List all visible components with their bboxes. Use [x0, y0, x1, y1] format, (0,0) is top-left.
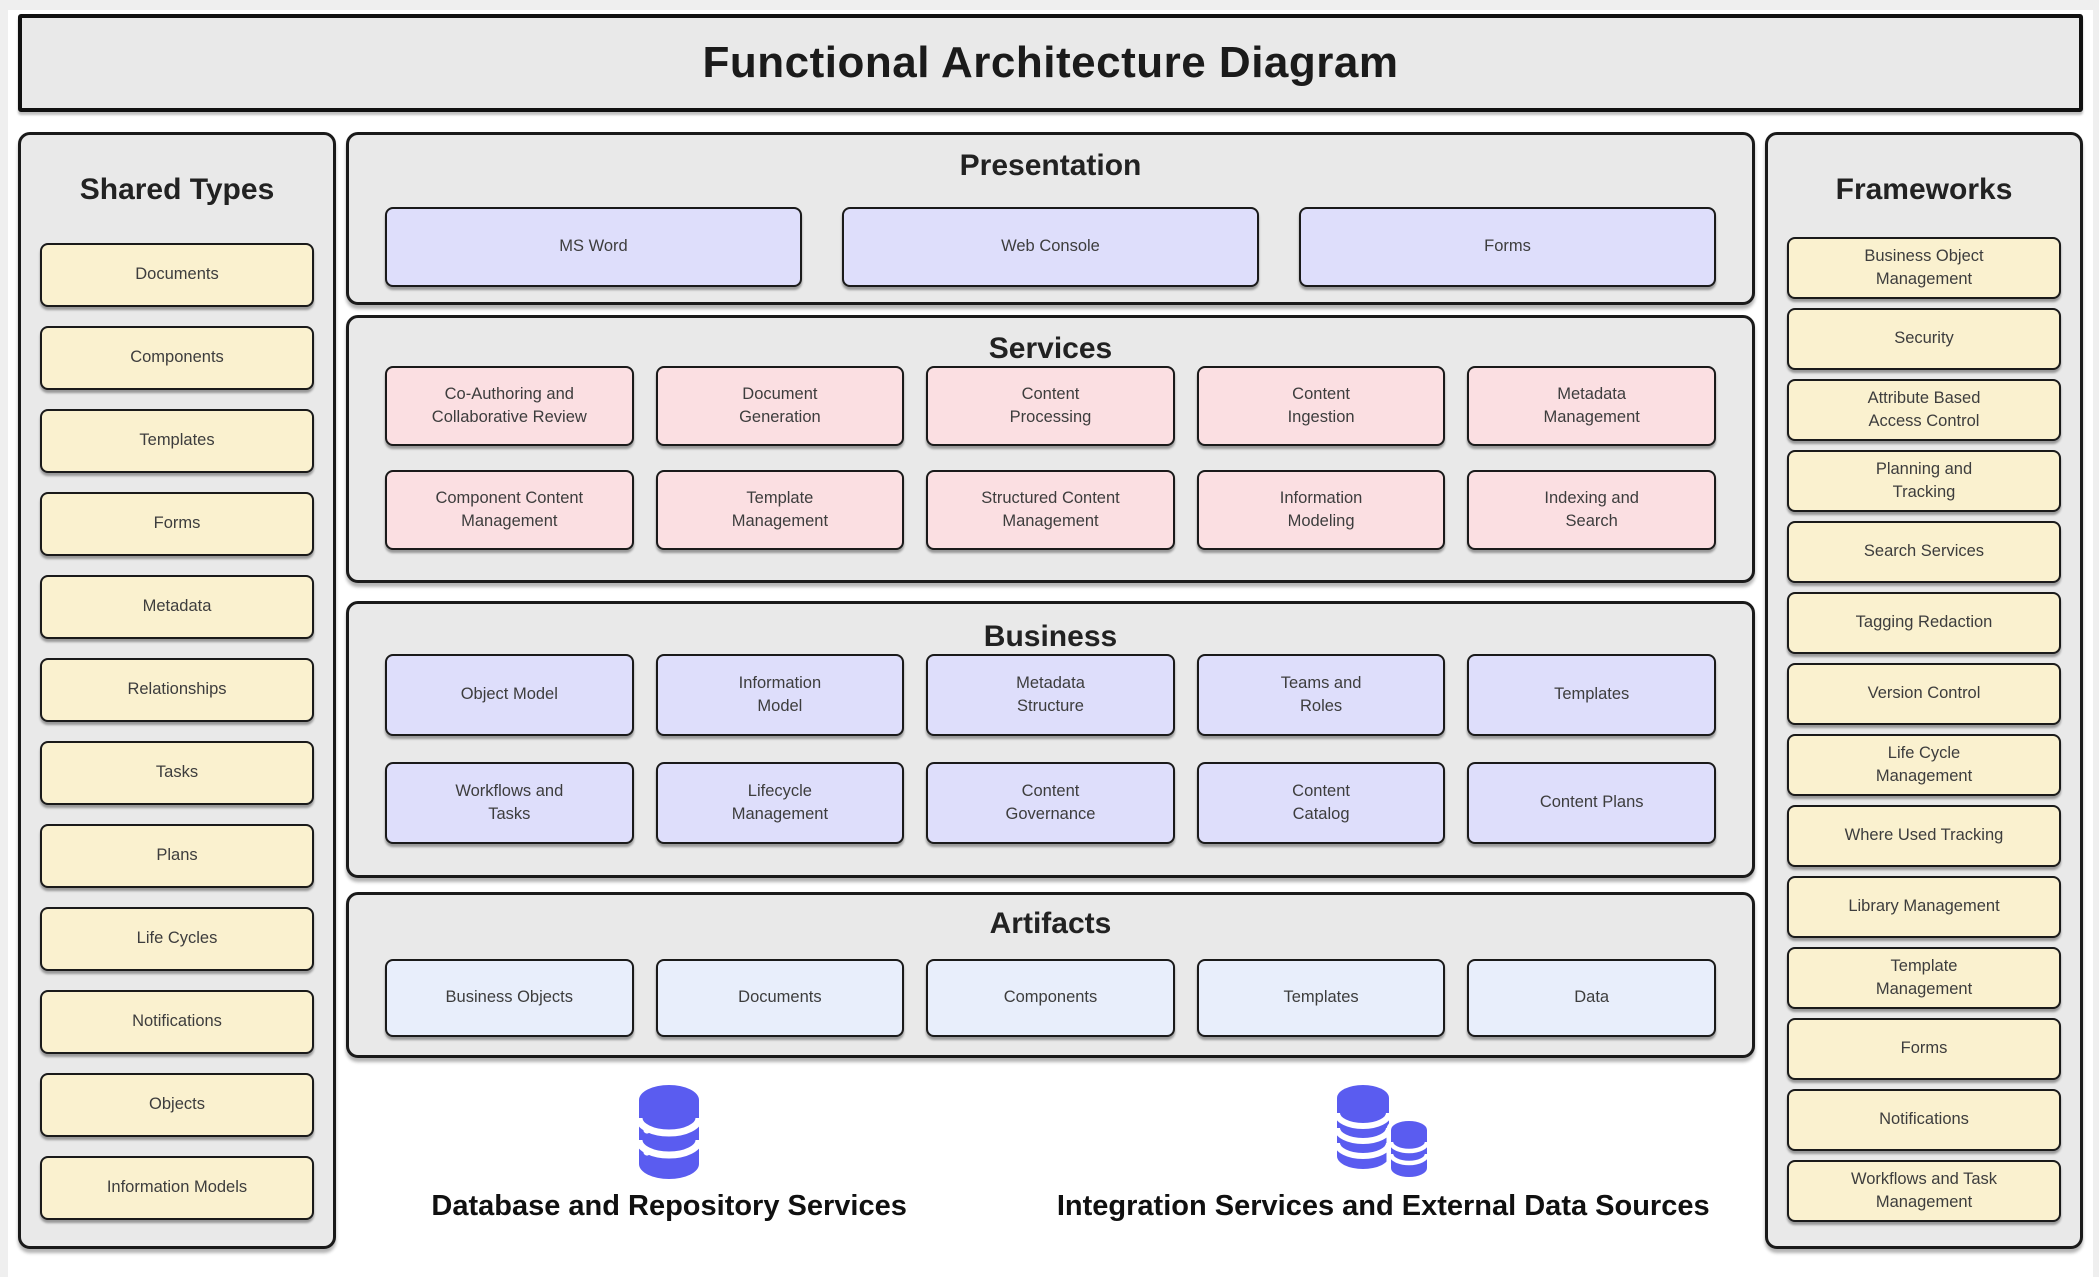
artifacts-row: Business Objects Documents Components Templ… [385, 959, 1716, 1037]
shared-type-box: Metadata [40, 575, 314, 639]
framework-box: Search Services [1787, 521, 2061, 583]
shared-type-box: Relationships [40, 658, 314, 722]
services-box: Document Generation [655, 366, 905, 446]
database-services-item: Database and Repository Services [431, 1082, 907, 1223]
center-column: Presentation MS Word Web Console Forms Ser… [346, 132, 1755, 1249]
presentation-row: MS Word Web Console Forms [385, 207, 1716, 287]
services-box: Component Content Management [385, 470, 634, 550]
framework-box: Life Cycle Management [1787, 734, 2061, 796]
shared-type-box: Information Models [40, 1156, 314, 1220]
artifacts-title: Artifacts [989, 907, 1112, 940]
shared-type-box: Notifications [40, 990, 314, 1054]
artifacts-box: Components [926, 959, 1175, 1037]
business-title: Business [983, 620, 1118, 653]
artifacts-section: Artifacts Business Objects Documents Compo… [346, 892, 1755, 1058]
business-box: Content Governance [926, 762, 1175, 844]
artifacts-box: Business Objects [385, 959, 634, 1037]
business-box: Information Model [655, 654, 905, 736]
business-box: Content Plans [1467, 762, 1716, 844]
shared-type-box: Tasks [40, 741, 314, 805]
framework-box: Tagging Redaction [1787, 592, 2061, 654]
framework-box: Planning and Tracking [1787, 450, 2061, 512]
diagram-title-bar: Functional Architecture Diagram [18, 14, 2083, 112]
framework-box: Where Used Tracking [1787, 805, 2061, 867]
shared-types-title: Shared Types [79, 173, 275, 206]
artifacts-rows: Business Objects Documents Components Templ… [385, 959, 1716, 1037]
services-row: Component Content Management Template Man… [385, 470, 1716, 550]
integration-services-item: Integration Services and External Data S… [1057, 1082, 1710, 1223]
framework-box: Forms [1787, 1018, 2061, 1080]
shared-type-box: Components [40, 326, 314, 390]
business-box: Metadata Structure [926, 654, 1175, 736]
framework-box: Template Management [1787, 947, 2061, 1009]
page-title: Functional Architecture Diagram [702, 38, 1399, 87]
shared-type-box: Documents [40, 243, 314, 307]
database-services-label: Database and Repository Services [431, 1190, 907, 1222]
services-box: Content Ingestion [1196, 366, 1446, 446]
artifacts-box: Data [1467, 959, 1716, 1037]
services-box: Metadata Management [1467, 366, 1716, 446]
business-row: Workflows and Tasks Lifecycle Management C… [385, 762, 1716, 844]
business-section: Business Object Model Information Model Me… [346, 601, 1755, 878]
integration-services-label: Integration Services and External Data S… [1056, 1190, 1710, 1222]
services-box: Indexing and Search [1467, 470, 1716, 550]
database-icon [635, 1085, 703, 1179]
shared-type-box: Life Cycles [40, 907, 314, 971]
framework-box: Notifications [1787, 1089, 2061, 1151]
diagram-canvas: Functional Architecture Diagram Shared T… [8, 10, 2093, 1277]
services-row: Co-Authoring and Collaborative Review Doc… [385, 366, 1716, 446]
services-box: Structured Content Management [926, 470, 1175, 550]
presentation-box: Web Console [842, 207, 1259, 287]
integration-databases-icon [1334, 1085, 1432, 1182]
services-section: Services Co-Authoring and Collaborative … [346, 315, 1755, 583]
business-box: Teams and Roles [1196, 654, 1446, 736]
framework-box: Library Management [1787, 876, 2061, 938]
data-services-footer: Database and Repository Services Integra… [346, 1082, 1755, 1223]
business-box: Object Model [385, 654, 634, 736]
shared-type-box: Objects [40, 1073, 314, 1137]
business-box: Lifecycle Management [655, 762, 905, 844]
artifacts-box: Templates [1196, 959, 1446, 1037]
business-box: Workflows and Tasks [385, 762, 634, 844]
artifacts-box: Documents [655, 959, 905, 1037]
presentation-box: MS Word [385, 207, 802, 287]
framework-box: Attribute Based Access Control [1787, 379, 2061, 441]
shared-type-box: Forms [40, 492, 314, 556]
framework-box: Business Object Management [1787, 237, 2061, 299]
shared-type-box: Templates [40, 409, 314, 473]
services-box: Information Modeling [1196, 470, 1446, 550]
services-title: Services [988, 332, 1113, 365]
framework-box: Version Control [1787, 663, 2061, 725]
services-box: Content Processing [926, 366, 1175, 446]
business-box: Content Catalog [1196, 762, 1446, 844]
frameworks-title: Frameworks [1835, 173, 2013, 206]
framework-box: Security [1787, 308, 2061, 370]
framework-box: Workflows and Task Management [1787, 1160, 2061, 1222]
business-box: Templates [1467, 654, 1716, 736]
services-box: Co-Authoring and Collaborative Review [385, 366, 634, 446]
presentation-title: Presentation [959, 149, 1142, 182]
presentation-box: Forms [1299, 207, 1716, 287]
presentation-section: Presentation MS Word Web Console Forms [346, 132, 1755, 305]
presentation-rows: MS Word Web Console Forms [385, 207, 1716, 287]
services-rows: Co-Authoring and Collaborative Review Doc… [385, 366, 1716, 550]
shared-type-box: Plans [40, 824, 314, 888]
business-row: Object Model Information Model Metadata St… [385, 654, 1716, 736]
services-box: Template Management [655, 470, 905, 550]
business-rows: Object Model Information Model Metadata St… [385, 654, 1716, 844]
